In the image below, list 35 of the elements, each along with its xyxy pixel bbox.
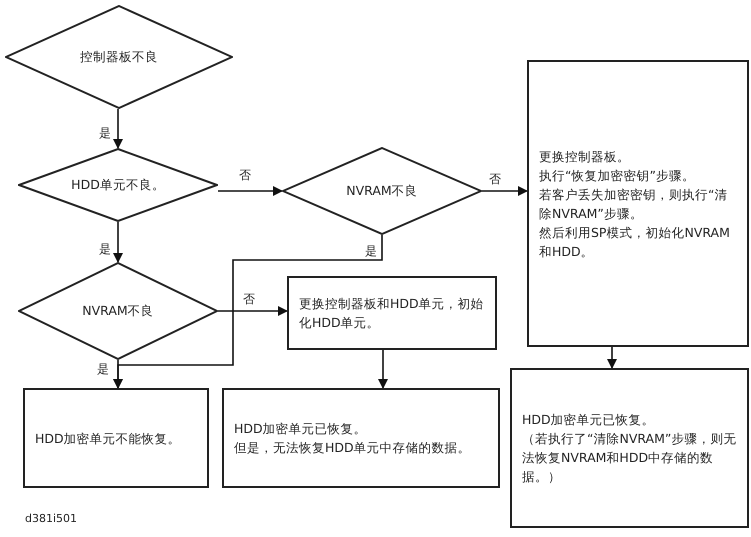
edge-label: 是	[98, 242, 112, 256]
process-box	[287, 276, 497, 350]
box-text: 若客户丢失加密密钥，则执行“清除NVRAM”步骤。	[539, 186, 728, 222]
edge-label: 是	[364, 244, 378, 258]
decision-diamond: NVRAM不良	[282, 147, 482, 235]
process-box	[510, 368, 749, 528]
figure-code: d381i501	[25, 512, 78, 525]
process-box	[222, 388, 500, 488]
arrow	[218, 306, 288, 316]
decision-diamond: NVRAM不良	[18, 262, 218, 360]
edge-label: 是	[96, 362, 110, 376]
box-text: （若执行了“清除NVRAM”步骤，则无法恢复NVRAM和HDD中存储的数据。）	[522, 430, 737, 486]
box-text: 更换控制器板和HDD单元，初始化HDD单元。	[299, 295, 485, 332]
arrow	[378, 350, 388, 389]
box-text: 更换控制器板。	[539, 148, 631, 166]
box-text: HDD加密单元已恢复。	[522, 411, 656, 429]
arrow	[113, 109, 123, 149]
box-text: 但是，无法恢复HDD单元中存储的数据。	[234, 439, 472, 457]
arrow	[113, 360, 123, 389]
edge-label: 否	[238, 168, 252, 182]
arrow	[218, 186, 283, 196]
decision-diamond: HDD单元不良。	[18, 148, 218, 222]
box-text: 执行“恢复加密密钥”步骤。	[539, 166, 696, 184]
edge-label: 否	[242, 292, 256, 306]
arrow	[482, 186, 528, 196]
decision-diamond: 控制器板不良	[5, 5, 233, 109]
box-text: 然后利用SP模式，初始化NVRAM和HDD。	[539, 224, 731, 260]
arrow	[113, 222, 123, 263]
edge-label: 是	[98, 126, 112, 140]
process-box	[23, 388, 209, 488]
box-text: HDD加密单元不能恢复。	[35, 430, 182, 448]
box-text: HDD加密单元已恢复。	[234, 420, 368, 438]
arrow	[607, 347, 617, 369]
edge-label: 否	[488, 172, 502, 186]
process-box	[527, 60, 749, 347]
